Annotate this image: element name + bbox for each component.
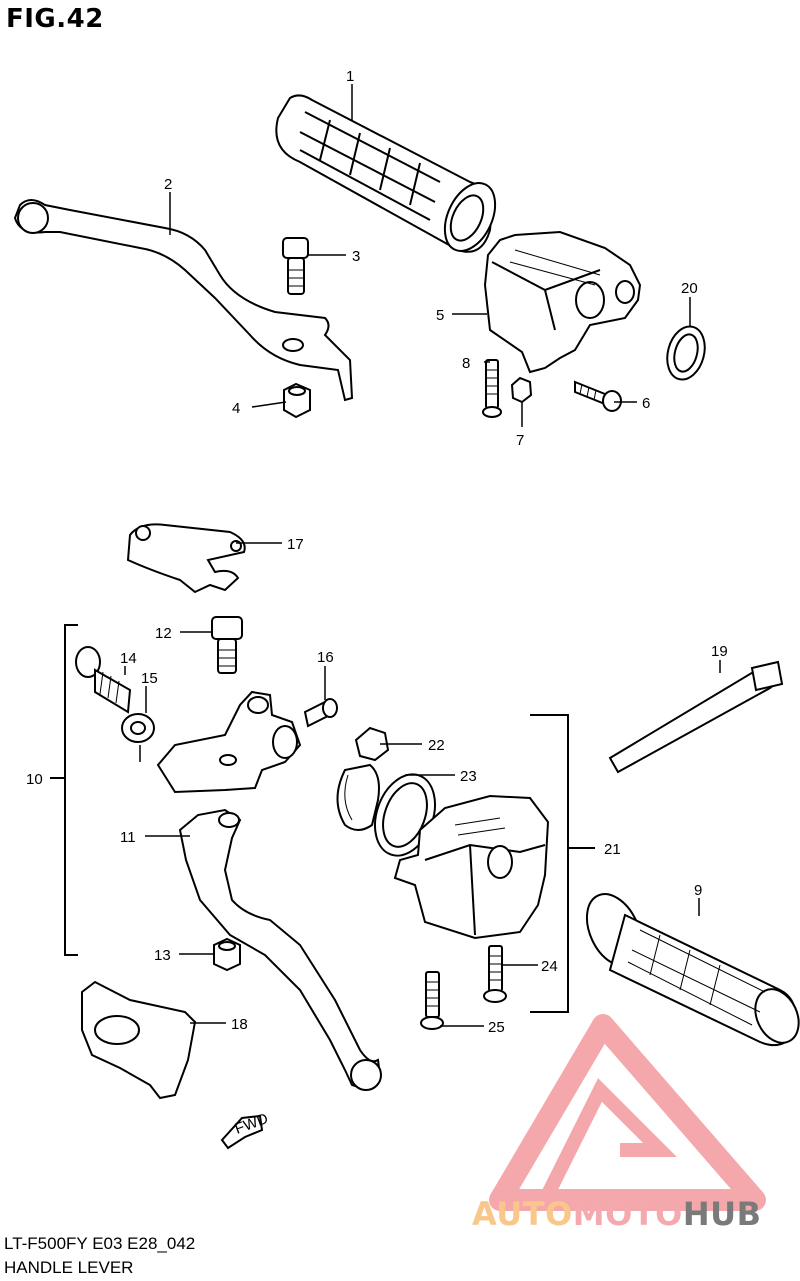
callout-25: 25: [488, 1019, 505, 1036]
callout-1: 1: [346, 68, 354, 85]
callout-20: 20: [681, 280, 698, 297]
part-lever-holder-10: [156, 690, 302, 794]
part-bolt-3: [282, 237, 309, 295]
callout-8: 8: [462, 355, 470, 372]
watermark-auto: AUTO: [472, 1195, 573, 1233]
part-ring-20: [666, 325, 706, 381]
part-screw-8: [482, 359, 502, 418]
part-brake-lever-upper: [13, 199, 354, 402]
callout-3: 3: [352, 248, 360, 265]
part-nut-7: [510, 376, 533, 404]
part-bolt-12: [211, 616, 243, 674]
callout-22: 22: [428, 737, 445, 754]
callout-5: 5: [436, 307, 444, 324]
leader-lines: [124, 84, 721, 1027]
bracket-21: [530, 714, 595, 1013]
watermark-hub: HUB: [682, 1195, 762, 1233]
callout-13: 13: [154, 947, 171, 964]
callout-labels: 1 2 3 4 5 6 7 8 9 10 11 12 13 14 15 16 1…: [26, 68, 728, 1036]
callout-4: 4: [232, 400, 240, 417]
part-screw-25: [420, 971, 444, 1030]
callout-24: 24: [541, 958, 558, 975]
part-clamp-22: [336, 726, 390, 831]
figure-label: FIG.42: [6, 4, 104, 34]
model-code: LT-F500FY E03 E28_042: [4, 1234, 196, 1253]
bracket-10: [50, 624, 78, 956]
callout-14: 14: [120, 650, 137, 667]
callout-16: 16: [317, 649, 334, 666]
part-adjuster-14: [75, 646, 132, 714]
callout-2: 2: [164, 176, 172, 193]
callout-21: 21: [604, 841, 621, 858]
callout-9: 9: [694, 882, 702, 899]
watermark-text: AUTOMOTOHUB: [472, 1195, 762, 1233]
callout-17: 17: [287, 536, 304, 553]
part-grip-right: [585, 893, 800, 1046]
callout-11: 11: [120, 829, 136, 846]
section-name: HANDLE LEVER: [4, 1258, 134, 1277]
callout-19: 19: [711, 643, 728, 660]
part-switch-housing: [483, 230, 642, 374]
part-boot-18: [81, 980, 197, 1100]
part-grip-left: [275, 94, 497, 253]
callout-10: 10: [26, 771, 43, 788]
part-screw-16: [303, 698, 338, 728]
watermark-moto: MOTO: [572, 1195, 683, 1233]
callout-7: 7: [516, 432, 524, 449]
callout-23: 23: [460, 768, 477, 785]
callout-15: 15: [141, 670, 158, 687]
fwd-arrow-icon: FWD: [220, 1110, 271, 1150]
part-cable-tie-19: [608, 660, 784, 774]
part-nut-13: [213, 937, 241, 972]
part-screw-6: [574, 380, 622, 412]
part-screw-24: [483, 945, 507, 1003]
part-nut-4: [283, 382, 311, 419]
callout-6: 6: [642, 395, 650, 412]
part-cover-17: [126, 523, 246, 594]
part-switch-housing-right: [393, 794, 550, 940]
watermark-logo-icon: [489, 1014, 766, 1211]
part-brake-lever-lower: [178, 808, 382, 1091]
part-nut-15: [121, 713, 155, 743]
callout-18: 18: [231, 1016, 248, 1033]
callout-12: 12: [155, 625, 172, 642]
